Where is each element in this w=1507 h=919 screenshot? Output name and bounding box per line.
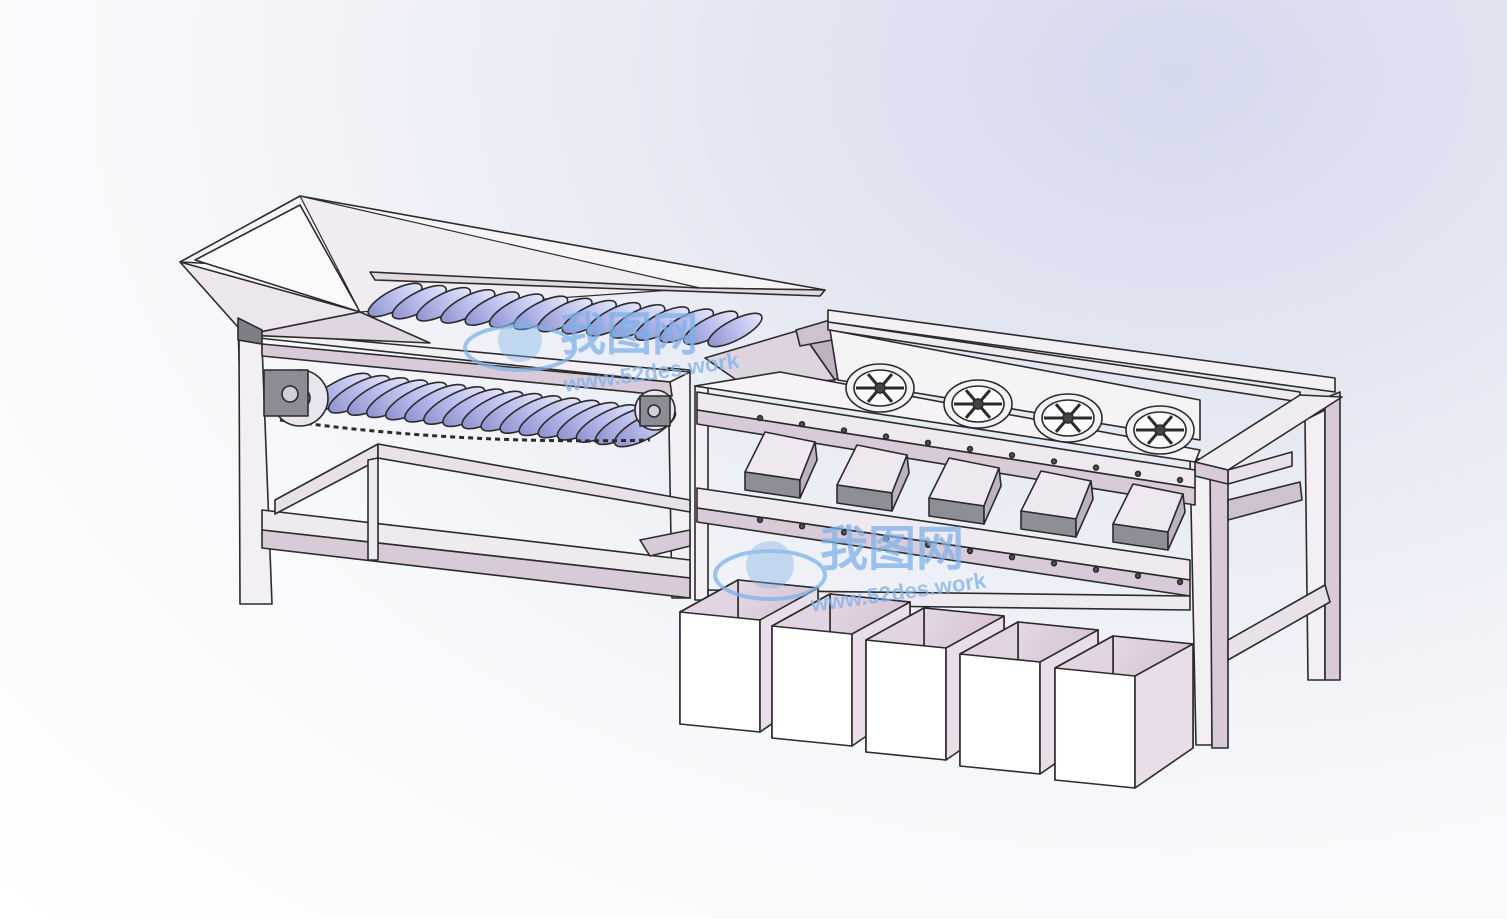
bolt xyxy=(966,445,974,453)
bolt xyxy=(1008,452,1016,459)
bolt xyxy=(966,547,974,555)
sorting-tray xyxy=(1020,470,1094,538)
bolt xyxy=(882,535,890,542)
bolt xyxy=(1176,476,1184,484)
sorting-wheels xyxy=(845,363,1195,455)
sorting-wheel xyxy=(845,363,915,413)
sorting-tray xyxy=(836,444,910,512)
bolt xyxy=(1008,553,1016,561)
bearing-block-right xyxy=(639,395,671,427)
bolt xyxy=(756,414,764,422)
sorting-wheel xyxy=(1033,393,1103,443)
beam-bolts xyxy=(756,414,1184,586)
sorting-tray xyxy=(1112,483,1186,551)
watermark-cn-label: 我图网 xyxy=(560,308,698,360)
sorting-wheel xyxy=(1125,405,1195,455)
sorting-trays xyxy=(744,431,1186,551)
sorting-table xyxy=(694,309,1343,749)
bolt xyxy=(840,427,848,434)
roller-upper xyxy=(707,312,763,348)
bolt xyxy=(1050,560,1058,567)
bolt xyxy=(798,421,806,428)
sorting-tray xyxy=(744,431,818,499)
hopper xyxy=(179,195,826,345)
collection-bins xyxy=(679,579,1194,789)
bearing-block-left xyxy=(263,369,309,417)
bolt xyxy=(1134,572,1142,579)
left-frame xyxy=(237,317,691,605)
sorting-tray xyxy=(928,457,1002,525)
bolt xyxy=(1176,578,1184,586)
bolt xyxy=(756,516,764,524)
bolt xyxy=(1050,458,1058,465)
bolt xyxy=(924,439,932,446)
watermark-cn-label-2: 我图网 xyxy=(820,523,964,576)
bolt xyxy=(1092,464,1100,471)
bolt xyxy=(840,529,848,536)
sorting-wheel xyxy=(943,379,1013,429)
bolt xyxy=(1134,470,1142,477)
watermark-top: 我图网 www.52des.work xyxy=(463,308,741,397)
bolt xyxy=(1092,566,1100,573)
bolt xyxy=(882,433,890,440)
bolt xyxy=(924,541,932,548)
collection-bin xyxy=(1054,635,1194,789)
bolt xyxy=(798,522,806,530)
